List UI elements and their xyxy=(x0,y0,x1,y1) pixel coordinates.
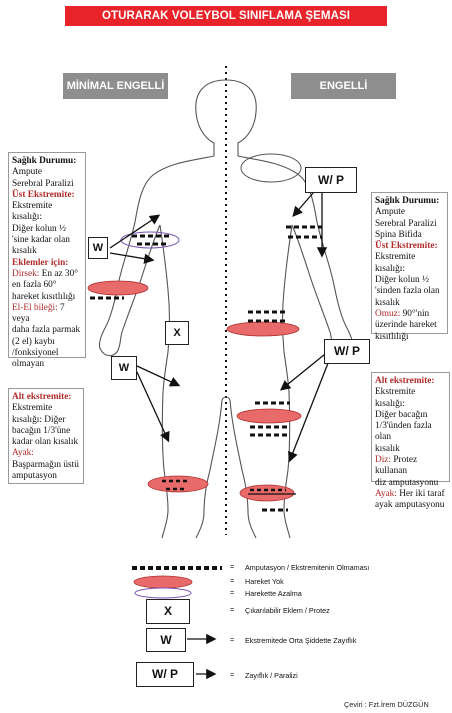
legend-red-ellipse-symbol xyxy=(134,576,192,588)
left-wrist-label: El-El bileği: xyxy=(12,303,58,313)
legend-equals-5: = xyxy=(230,635,234,644)
right-shoulder-line-2: kısıtlılığı xyxy=(375,332,444,343)
label-w-lower: W xyxy=(111,356,137,380)
shoulder-ellipse xyxy=(241,154,301,182)
legend-wp-box: W/ P xyxy=(136,662,194,687)
right-health-line-2: Serebral Paralizi xyxy=(375,219,444,230)
right-hip-no-movement xyxy=(227,322,299,336)
left-health-title: Sağlık Durumu: xyxy=(12,156,82,167)
translation-credit: Çeviri : Fzt.İrem DÜZGÜN xyxy=(344,700,429,709)
legend-equals-6: = xyxy=(230,670,234,679)
label-x: X xyxy=(165,321,189,345)
left-health-line-1: Ampute xyxy=(12,167,82,178)
left-ankle-no-movement xyxy=(148,476,208,492)
left-wrist-line-1: daha fazla parmak xyxy=(12,325,82,336)
legend-text-weakness-paralysis: Zayıflık / Paralizi xyxy=(245,671,298,680)
right-shoulder-line-1: üzerinde hareket xyxy=(375,320,444,331)
left-joints-title: Eklemler için: xyxy=(12,258,82,269)
legend-text-amputation: Amputasyon / Ekstremitenin Olmaması xyxy=(245,563,369,572)
right-shoulder-text: 90°'nin xyxy=(403,309,430,319)
legend-w-box: W xyxy=(146,628,186,652)
right-lower-criteria-box: Alt ekstremite: Ekstremite kısalığı: Diğ… xyxy=(371,372,450,482)
right-shoulder-label: Omuz: xyxy=(375,309,400,319)
legend-text-no-movement: Hareket Yok xyxy=(245,577,284,586)
left-wrist-line-2: (2 el) kaybı xyxy=(12,337,82,348)
right-upper-title: Üst Ekstremite: xyxy=(375,241,444,252)
left-elbow-line-1: en fazla 60° xyxy=(12,280,82,291)
left-upper-line-4: kısalık xyxy=(12,246,82,257)
left-elbow-line-2: hareket kısıtlılığı xyxy=(12,292,82,303)
right-upper-line-1: Ekstremite kısalığı: xyxy=(375,252,444,275)
arrows xyxy=(110,185,332,494)
left-lower-line-3: bacağın 1/3'üne xyxy=(12,426,80,437)
legend-symbols xyxy=(0,555,452,695)
left-upper-line-3: 'sine kadar olan xyxy=(12,235,82,246)
left-lower-line-4: kadar olan kısalık xyxy=(12,437,80,448)
legend-x-box: X xyxy=(146,599,190,624)
left-upper-line-1: Ekstremite kısalığı: xyxy=(12,201,82,224)
label-wp-upper: W/ P xyxy=(305,167,357,193)
left-foot-label: Ayak: xyxy=(12,448,80,459)
left-lower-line-1: Ekstremite xyxy=(12,403,80,414)
legend-purple-ellipse-symbol xyxy=(135,588,191,598)
right-health-line-1: Ampute xyxy=(375,207,444,218)
right-lower-line-4: kısalık xyxy=(375,444,446,455)
left-foot-line-2: amputasyon xyxy=(12,471,80,482)
right-upper-line-4: kısalık xyxy=(375,298,444,309)
left-wrist-line-4: olmayan xyxy=(12,359,82,370)
left-lower-line-2: kısalığı: Diğer xyxy=(12,415,80,426)
label-wp-lower: W/ P xyxy=(324,339,370,364)
right-knee-no-movement xyxy=(237,409,301,423)
left-health-line-2: Serebral Paralizi xyxy=(12,179,82,190)
left-upper-title: Üst Ekstremite: xyxy=(12,190,82,201)
left-lower-criteria-box: Alt ekstremite: Ekstremite kısalığı: Diğ… xyxy=(8,388,84,484)
legend-equals-3: = xyxy=(230,588,234,597)
left-foot-line-1: Başparmağın üstü xyxy=(12,460,80,471)
right-health-line-3: Spina Bifida xyxy=(375,230,444,241)
legend-text-moderate-weakness: Ekstremitede Orta Şiddette Zayıflık xyxy=(245,636,356,645)
left-elbow-text: En az 30° xyxy=(42,269,78,279)
right-upper-line-3: 'sinden fazla olan xyxy=(375,286,444,297)
legend-equals-2: = xyxy=(230,576,234,585)
right-knee-line-1: diz amputasyonu xyxy=(375,478,446,489)
right-foot-line-1: ayak amputasyonu xyxy=(375,500,446,511)
right-knee-label: Diz: xyxy=(375,455,391,465)
legend-equals-4: = xyxy=(230,605,234,614)
right-upper-line-2: Diğer kolun ½ xyxy=(375,275,444,286)
left-elbow-label: Dirsek: xyxy=(12,269,39,279)
legend-text-removable-joint: Çıkarılabilir Eklem / Protez xyxy=(245,606,330,615)
right-lower-title: Alt ekstremite: xyxy=(375,376,446,387)
right-upper-criteria-box: Sağlık Durumu: Ampute Serebral Paralizi … xyxy=(371,192,448,334)
right-health-title: Sağlık Durumu: xyxy=(375,196,444,207)
label-w-upper: W xyxy=(88,237,108,259)
right-lower-line-3: 1/3'ünden fazla olan xyxy=(375,421,446,444)
right-foot-label: Ayak: xyxy=(375,489,397,499)
right-lower-line-2: Diğer bacağın xyxy=(375,410,446,421)
right-lower-line-1: Ekstremite kısalığı: xyxy=(375,387,446,410)
left-wrist-line-3: /fonksiyonel xyxy=(12,348,82,359)
right-foot-text: Her iki taraf xyxy=(399,489,444,499)
left-upper-criteria-box: Sağlık Durumu: Ampute Serebral Paralizi … xyxy=(8,152,86,358)
legend-equals-1: = xyxy=(230,562,234,571)
left-forearm-no-movement xyxy=(88,281,148,295)
right-ankle-no-movement xyxy=(240,485,294,501)
left-upper-line-2: Diğer kolun ½ xyxy=(12,224,82,235)
legend-text-decreased-movement: Harekette Azalma xyxy=(245,589,302,598)
left-lower-title: Alt ekstremite: xyxy=(12,392,80,403)
